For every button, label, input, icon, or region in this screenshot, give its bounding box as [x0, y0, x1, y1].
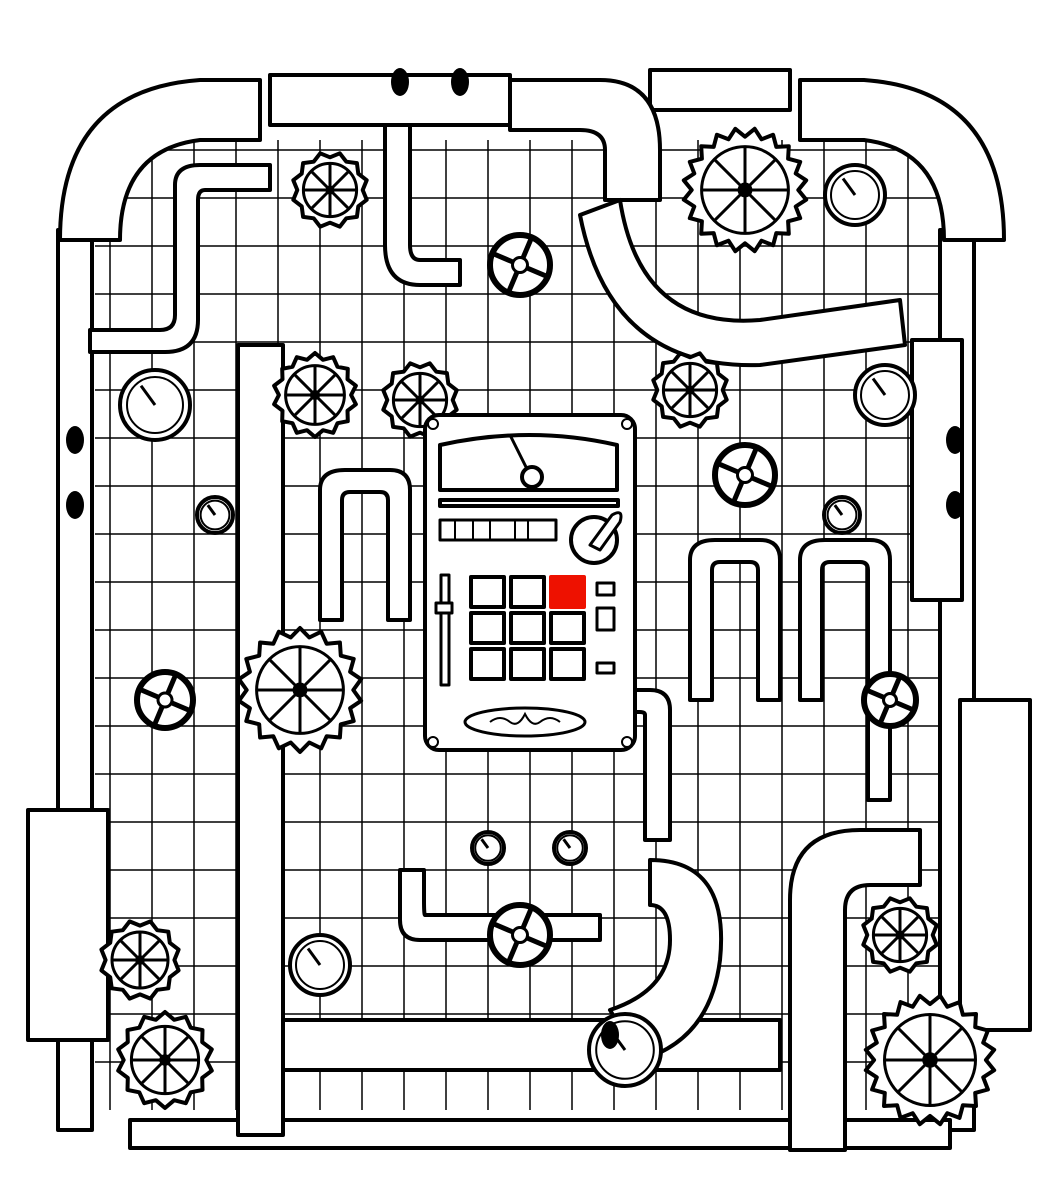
panel-button-2[interactable] — [509, 575, 546, 609]
gear-icon — [681, 126, 809, 254]
panel-ornament-flourish — [489, 711, 561, 725]
valve-wheel-icon[interactable] — [861, 671, 919, 729]
valve-wheel-icon[interactable] — [712, 442, 778, 508]
panel-dial-hub — [520, 465, 544, 489]
panel-small-switch-2[interactable] — [595, 606, 616, 632]
top-horizontal-pipe-right — [648, 68, 792, 112]
gear-icon — [272, 351, 358, 439]
porthole-icon — [601, 1021, 619, 1049]
right-tall-tank — [910, 338, 964, 602]
panel-screw — [621, 418, 633, 430]
panel-button-4[interactable] — [469, 611, 506, 645]
machine-decorations — [66, 68, 997, 1127]
top-left-elbow-pipe — [58, 78, 262, 242]
frame-pipes — [26, 68, 1032, 1152]
pressure-gauge-icon — [288, 933, 352, 997]
pressure-gauge-icon — [118, 368, 192, 442]
right-long-u-pipe — [798, 538, 892, 802]
panel-screw — [621, 736, 633, 748]
panel-button-6[interactable] — [549, 611, 586, 645]
bottom-left-bellows — [26, 808, 110, 1042]
gear-icon — [861, 896, 939, 974]
gear-icon — [651, 351, 729, 429]
gear-icon — [291, 151, 369, 229]
panel-small-switch-1[interactable] — [595, 581, 616, 597]
porthole-icon — [946, 491, 964, 519]
panel-slider-handle[interactable] — [434, 601, 454, 615]
right-bellows-stack — [958, 698, 1032, 1032]
top-loop-pipe — [383, 123, 462, 287]
porthole-icon — [66, 491, 84, 519]
gear-icon — [863, 993, 997, 1127]
valve-wheel-icon[interactable] — [134, 669, 196, 731]
panel-button-8[interactable] — [509, 647, 546, 681]
pressure-gauge-icon — [822, 495, 862, 535]
panel-slider-track[interactable] — [439, 573, 451, 687]
panel-indicator-strip — [438, 518, 558, 542]
pressure-gauge-icon — [587, 1012, 663, 1088]
pressure-gauge-icon — [823, 163, 887, 227]
porthole-icon — [391, 68, 409, 96]
pressure-gauge-icon — [853, 363, 917, 427]
panel-button-grid — [469, 575, 586, 681]
panel-ornament-plaque — [463, 706, 587, 738]
panel-knob-lever[interactable] — [588, 511, 623, 552]
panel-button-3-active[interactable] — [549, 575, 586, 609]
valve-wheel-icon[interactable] — [487, 902, 553, 968]
panel-button-5[interactable] — [509, 611, 546, 645]
top-right-elbow-pipe — [798, 78, 1006, 242]
mid-left-u-pipe — [318, 468, 412, 622]
gear-icon — [381, 361, 459, 439]
left-s-pipe — [88, 163, 272, 354]
mid-right-u-pipe — [688, 538, 782, 702]
porthole-icon — [946, 426, 964, 454]
gear-icon — [99, 919, 181, 1001]
panel-screw — [427, 418, 439, 430]
porthole-icon — [451, 68, 469, 96]
pressure-gauge-icon — [195, 495, 235, 535]
gear-icon — [236, 626, 364, 754]
panel-small-switch-3[interactable] — [595, 661, 616, 675]
panel-dial-window — [438, 433, 619, 492]
control-panel — [423, 413, 637, 752]
panel-button-9[interactable] — [549, 647, 586, 681]
porthole-icon — [66, 426, 84, 454]
panel-button-7[interactable] — [469, 647, 506, 681]
gear-icon — [116, 1010, 214, 1110]
panel-screw — [427, 736, 439, 748]
panel-button-1[interactable] — [469, 575, 506, 609]
pressure-gauge-icon — [552, 830, 588, 866]
panel-outlet-pipe — [598, 688, 672, 842]
top-center-elbow-pipe — [508, 78, 662, 202]
valve-wheel-icon[interactable] — [487, 232, 553, 298]
bottom-right-elbow-pipe — [788, 828, 922, 1152]
top-horizontal-pipe — [268, 73, 512, 127]
panel-divider-bar — [438, 498, 620, 508]
right-bellows-pipe — [578, 198, 907, 368]
pressure-gauge-icon — [470, 830, 506, 866]
bottom-horizontal-pipe — [268, 1018, 782, 1072]
